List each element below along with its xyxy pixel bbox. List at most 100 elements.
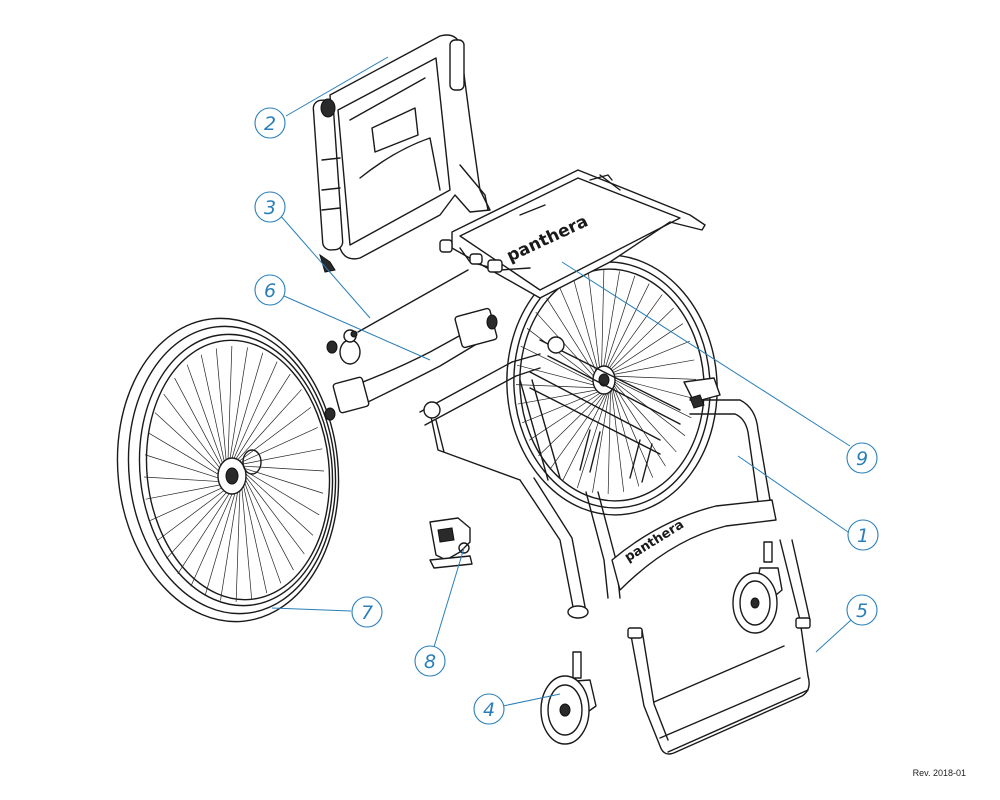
spoke <box>244 481 282 584</box>
spoke <box>558 286 599 377</box>
spoke <box>611 340 690 374</box>
spoke <box>241 485 253 600</box>
spoke <box>522 390 601 424</box>
callout-7: 7 <box>271 596 383 628</box>
spoke <box>602 271 620 372</box>
spoke <box>144 476 224 483</box>
front-caster-right <box>732 541 783 634</box>
frame: panthera <box>419 336 777 619</box>
revision-label: Rev. 2018-01 <box>912 768 966 778</box>
spoke <box>601 270 605 372</box>
spoke <box>526 328 598 383</box>
spoke <box>229 347 248 460</box>
spoke <box>612 359 695 375</box>
spoke <box>245 470 320 516</box>
spoke <box>608 307 674 372</box>
leader-line-6 <box>283 295 431 361</box>
spoke <box>237 389 302 460</box>
spoke <box>605 283 650 371</box>
spoke <box>562 393 607 481</box>
spoke <box>233 361 278 459</box>
spoke <box>535 311 598 381</box>
callout-number-7: 7 <box>361 602 373 624</box>
callout-number-9: 9 <box>856 448 868 470</box>
brake <box>429 517 473 569</box>
leader-line-8 <box>433 547 465 648</box>
callout-9: 9 <box>561 261 878 474</box>
spoke <box>614 379 692 419</box>
spoke <box>154 412 223 475</box>
callout-number-6: 6 <box>264 280 276 302</box>
spoke <box>613 387 654 478</box>
spoke <box>235 373 291 459</box>
spoke <box>145 483 225 500</box>
spoke <box>190 489 235 587</box>
spoke <box>166 488 231 559</box>
leader-line-1 <box>737 455 849 533</box>
rear-wheel <box>116 317 340 623</box>
spoke <box>612 389 640 487</box>
callout-3: 3 <box>254 191 371 319</box>
leader-line-9 <box>561 261 851 447</box>
spoke <box>243 448 323 465</box>
spoke <box>244 465 324 472</box>
callout-number-8: 8 <box>424 651 436 673</box>
spoke <box>613 375 696 380</box>
footrest <box>627 539 811 755</box>
spoke <box>538 392 604 457</box>
spoke <box>592 392 610 493</box>
spoke <box>150 485 227 521</box>
spoke <box>220 488 239 601</box>
seat-plate: panthera <box>439 169 706 299</box>
spoke <box>144 454 223 480</box>
callout-1: 1 <box>737 455 879 551</box>
backrest <box>312 34 491 273</box>
leader-line-7 <box>271 607 352 612</box>
spoke <box>244 479 294 571</box>
spoke <box>604 275 636 371</box>
callout-4: 4 <box>473 693 561 725</box>
spoke <box>517 389 600 405</box>
callout-6: 6 <box>254 274 431 361</box>
spoke <box>245 476 305 555</box>
axle-bolt <box>350 269 469 338</box>
spoke <box>614 385 666 467</box>
leader-line-2 <box>285 56 389 117</box>
spoke <box>174 377 224 469</box>
spoke <box>177 489 233 575</box>
spoke <box>245 473 314 536</box>
spoke <box>520 345 598 385</box>
leader-line-5 <box>815 619 852 653</box>
front-caster-left <box>540 651 597 745</box>
leader-line-3 <box>278 213 371 319</box>
callout-2: 2 <box>254 56 389 139</box>
spoke <box>156 487 229 541</box>
spoke <box>614 377 696 400</box>
leader-line-4 <box>502 693 561 707</box>
spoke <box>241 427 318 463</box>
spoke <box>572 277 600 375</box>
callout-number-3: 3 <box>264 197 276 219</box>
spoke <box>528 391 602 441</box>
spoke <box>610 323 684 373</box>
spoke <box>516 364 598 387</box>
spoke <box>549 393 605 470</box>
spoke <box>239 407 312 461</box>
spoke <box>607 392 611 494</box>
spoke <box>186 364 224 467</box>
spoke <box>587 272 601 374</box>
spoke <box>245 468 324 494</box>
spoke <box>215 348 227 463</box>
spoke <box>242 483 268 594</box>
spoke <box>231 352 264 459</box>
callout-layer: 2 3 6 9 1 5 7 <box>254 56 879 725</box>
spoke <box>200 354 226 465</box>
spoke <box>576 393 608 489</box>
callout-number-1: 1 <box>857 525 869 547</box>
spoke <box>235 487 241 602</box>
callout-number-4: 4 <box>483 699 495 721</box>
spoke <box>148 432 223 478</box>
callout-number-5: 5 <box>856 600 868 622</box>
spoke <box>227 346 233 461</box>
